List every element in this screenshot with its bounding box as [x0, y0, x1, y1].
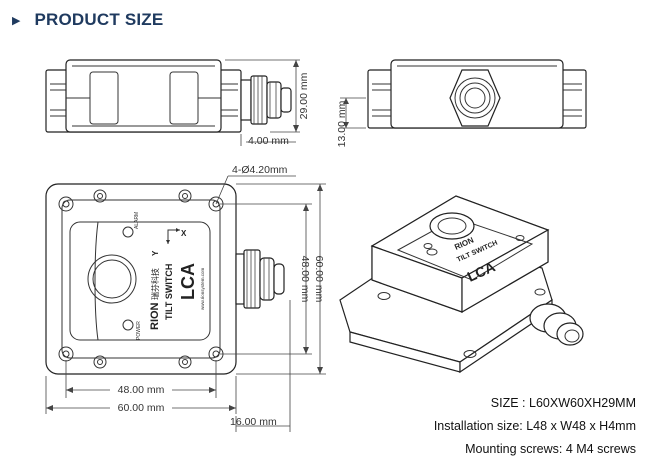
brand-logo: RION [149, 302, 161, 330]
dim-top-inner-width: 48.00 mm [118, 384, 165, 396]
dim-hole-spec: 4-Ø4.20mm [232, 164, 288, 176]
section-title: PRODUCT SIZE [34, 10, 164, 29]
product-name: TILT SWITCH [164, 264, 174, 320]
spec-block: SIZE : L60XW60XH29MM Installation size: … [434, 392, 636, 461]
front-view: 13.00 mm [336, 59, 587, 147]
isometric-view: RION TILT SWITCH LCA [339, 195, 584, 374]
spec-size: SIZE : L60XW60XH29MM [490, 396, 636, 410]
section-header: ▶ PRODUCT SIZE [12, 8, 163, 32]
dim-side-height: 29.00 mm [298, 72, 310, 119]
top-view: ALARM POWER RION 瑞芬科技 TILT SWITCH LCA ww… [45, 164, 326, 432]
side-view: 29.00 mm 4.00 mm [45, 59, 310, 147]
dim-cable-length: 16.00 mm [230, 416, 277, 428]
axis-y-label: Y [151, 250, 160, 256]
alarm-label: ALARM [134, 212, 140, 229]
dim-top-outer-height: 60.00 mm [313, 256, 325, 303]
model-name: LCA [178, 263, 198, 300]
power-label: POWER [136, 321, 142, 340]
spec-screws: Mounting screws: 4 M4 screws [465, 442, 636, 456]
play-triangle-icon: ▶ [12, 14, 21, 27]
dim-front-height: 13.00 mm [336, 100, 348, 147]
dim-top-inner-height: 48.00 mm [299, 256, 311, 303]
dim-side-offset: 4.00 mm [248, 135, 289, 147]
axis-x-label: X [181, 229, 187, 238]
dim-top-outer-width: 60.00 mm [118, 402, 165, 414]
website-text: www.rionsystem.com [200, 267, 205, 310]
spec-installation: Installation size: L48 x W48 x H4mm [433, 419, 636, 433]
maker-name: 瑞芬科技 [150, 268, 160, 300]
